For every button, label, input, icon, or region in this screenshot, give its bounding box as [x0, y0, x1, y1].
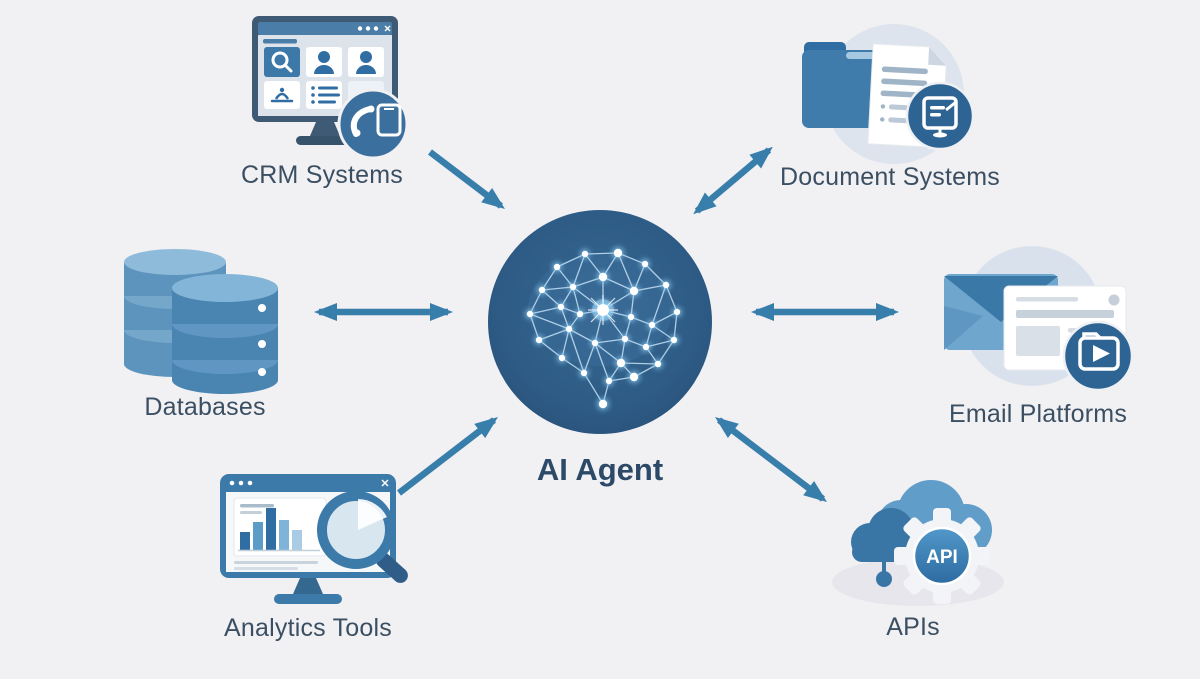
phone-call-badge-icon: [337, 88, 409, 160]
media-folder-badge-icon: [1062, 320, 1134, 392]
envelope-email-window-icon: [944, 246, 1134, 392]
arrow-documents-agent-two-way: [693, 146, 773, 215]
api-gear: API: [894, 508, 990, 604]
neural-network-brain-icon: [525, 247, 682, 410]
ai-agent-label: AI Agent: [536, 452, 664, 487]
database-stack-front: [172, 274, 278, 394]
crm-systems-label: CRM Systems: [241, 161, 403, 189]
arrow-apis-agent-two-way: [715, 416, 827, 503]
database-cylinders-icon: [124, 249, 278, 394]
bar-chart-panel: [233, 497, 327, 557]
email-platforms-label: Email Platforms: [948, 400, 1128, 428]
document-systems-label: Document Systems: [780, 163, 1000, 191]
magnifier-icon: [317, 491, 408, 583]
folder-document-icon: [802, 24, 975, 164]
ai-agent-circle: [488, 210, 712, 434]
apis-label: APIs: [886, 613, 940, 641]
api-badge-text: API: [926, 547, 958, 568]
crm-dashboard-monitor-icon: [252, 16, 409, 160]
brain-center-node: [588, 295, 618, 325]
databases-label: Databases: [144, 393, 266, 421]
cloud-gear-icon: API: [832, 480, 1004, 606]
search-tile-icon: [264, 47, 300, 77]
arrow-crm-to-agent: [428, 149, 505, 210]
document-screen-badge-icon: [905, 81, 975, 151]
arrow-analytics-to-agent: [397, 416, 498, 496]
analytics-tools-label: Analytics Tools: [224, 614, 392, 642]
bar-chart-magnifier-monitor-icon: [220, 474, 408, 604]
